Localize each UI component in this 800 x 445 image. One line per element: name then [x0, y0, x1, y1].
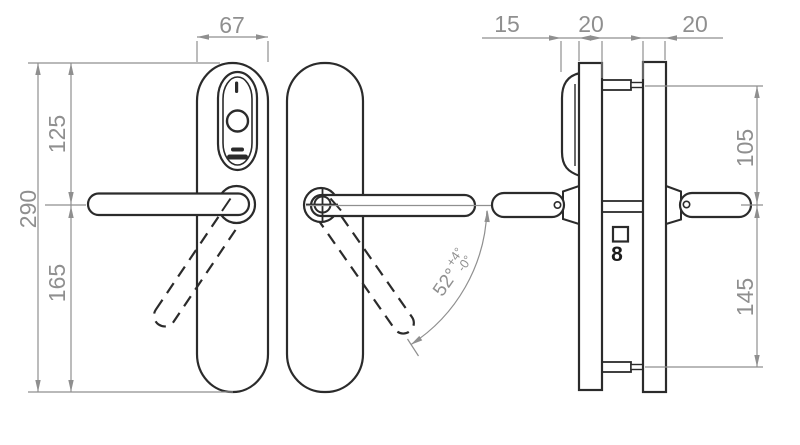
side-view: 8: [490, 60, 753, 394]
spindle-square-hole-icon: [611, 225, 630, 243]
front-inside-view: [285, 61, 477, 394]
inside-handle-collar: [665, 184, 682, 226]
set-screw-icon-right: [682, 200, 691, 209]
dimension-layer: 67 290 125 165 52° +4° -0°: [15, 11, 763, 393]
angle-label: 52° +4° -0°: [429, 245, 475, 301]
keypad-tick-icon: [235, 81, 239, 93]
dim-label-lower-height: 165: [44, 264, 70, 302]
screw-holes-mark: 8: [611, 243, 623, 266]
outside-plate-profile: [577, 61, 604, 392]
reader-bulge-profile: [560, 71, 582, 178]
keypad-oval-inner: [222, 76, 253, 166]
dim-label-top-to-handle: 105: [732, 129, 758, 167]
outside-handle-lever: [86, 192, 251, 217]
inside-escutcheon-plate: [285, 61, 365, 394]
inside-handle-rotated-position-dashed: [309, 194, 415, 335]
dim-label-upper-height: 125: [44, 115, 70, 153]
bottom-fixing-bolt-rod: [630, 363, 644, 371]
dim-label-front-width: 67: [219, 12, 245, 38]
top-fixing-bolt-rod: [630, 81, 644, 89]
angle-main-label: 52°: [429, 265, 463, 301]
key-slot-bar-large-icon: [227, 154, 248, 160]
set-screw-icon-left: [553, 201, 562, 210]
inside-handle-profile: [678, 191, 753, 219]
spindle-circle-icon: [313, 195, 332, 214]
reader-circle-icon: [225, 109, 250, 133]
lever-highlight-tick: [221, 197, 232, 212]
dim-label-reader-depth: 15: [494, 11, 520, 37]
bottom-fixing-bolt: [601, 361, 632, 373]
dim-label-outer-plate-thickness: 20: [578, 11, 604, 37]
outside-handle-collar: [562, 184, 580, 226]
handle-spindle-bar: [599, 200, 646, 213]
arc-end-tick: [406, 338, 420, 357]
dim-label-inner-plate-thickness: 20: [682, 11, 708, 37]
dim-label-handle-to-bottom: 145: [732, 278, 758, 316]
key-slot-bar-small-icon: [231, 147, 244, 152]
inside-plate-profile: [641, 60, 668, 394]
rotation-arc: [410, 210, 488, 346]
top-fixing-bolt: [601, 79, 632, 91]
dim-label-total-height: 290: [15, 190, 41, 228]
outside-handle-profile: [490, 191, 566, 219]
front-outside-view: [86, 61, 270, 394]
